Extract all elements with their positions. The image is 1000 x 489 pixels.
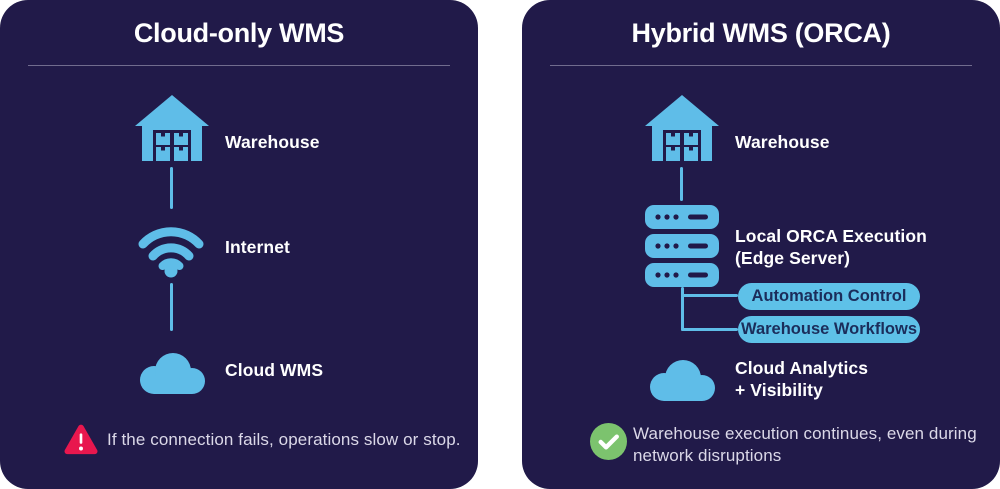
check-icon [590,423,627,460]
warehouse-label: Warehouse [225,132,320,152]
warehouse-icon [645,95,719,161]
cloud-analytics-label-line1: Cloud Analytics [735,358,869,378]
cloud-icon [645,351,719,403]
hybrid-wms-orca-panel: Hybrid WMS (ORCA) Warehouse [522,0,1000,489]
connector-line [680,167,683,201]
cloud-icon [135,344,209,396]
divider [28,65,450,66]
warning-icon [62,423,100,457]
warning-note: If the connection fails, operations slow… [107,430,461,449]
check-note-line1: Warehouse execution continues, even duri… [633,424,977,443]
internet-label: Internet [225,237,290,257]
edge-server-label-line2: (Edge Server) [735,248,851,268]
connector-line [681,294,738,297]
automation-control-pill: Automation Control [738,283,920,310]
divider [550,65,972,66]
server-icon [645,205,719,287]
warehouse-workflows-pill: Warehouse Workflows [738,316,920,343]
cloud-analytics-label-line2: + Visibility [735,380,823,400]
check-note-line2: network disruptions [633,446,782,465]
wifi-icon [137,216,205,278]
connector-line [170,283,173,331]
panel-title: Cloud-only WMS [133,18,345,48]
warehouse-label: Warehouse [735,132,830,152]
cloud-only-wms-panel: Cloud-only WMS Warehouse [0,0,478,489]
edge-server-label-line1: Local ORCA Execution [735,226,927,246]
connector-line [681,328,738,331]
panel-title: Hybrid WMS (ORCA) [631,18,891,48]
cloud-wms-label: Cloud WMS [225,360,324,380]
connector-line [681,287,684,331]
connector-line [170,167,173,209]
warehouse-icon [135,95,209,161]
